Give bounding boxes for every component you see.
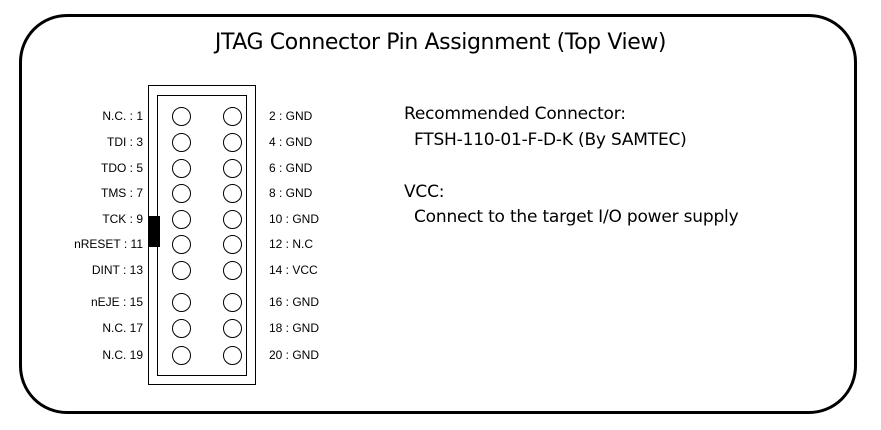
pin-10: [222, 209, 242, 229]
diagram-frame: [19, 14, 857, 414]
pin-14: [222, 260, 242, 280]
pin-label-3: TDI : 3: [106, 135, 143, 149]
pin-8: [222, 183, 242, 203]
pin-label-8: 8 : GND: [269, 186, 313, 200]
vcc-heading: VCC:: [404, 182, 445, 202]
pin-4: [222, 132, 242, 152]
pin-label-12: 12 : N.C: [269, 237, 314, 251]
connector-body: [148, 85, 256, 385]
pin-5: [171, 158, 191, 178]
pin-label-14: 14 : VCC: [269, 263, 318, 277]
pin-1: [171, 106, 191, 126]
pin-label-17: N.C. 17: [102, 321, 143, 335]
recommended-connector-value: FTSH-110-01-F-D-K (By SAMTEC): [414, 130, 687, 150]
pin-label-18: 18 : GND: [269, 321, 320, 335]
pin-12: [222, 234, 242, 254]
pin-label-6: 6 : GND: [269, 161, 313, 175]
pin-6: [222, 158, 242, 178]
pin-label-13: DINT : 13: [91, 263, 143, 277]
pin-label-10: 10 : GND: [269, 212, 320, 226]
pin-2: [222, 106, 242, 126]
pin-label-1: N.C. : 1: [102, 109, 143, 123]
pin-label-19: N.C. 19: [102, 348, 143, 362]
pin-18: [222, 318, 242, 338]
pin-20: [222, 345, 242, 365]
pin-label-20: 20 : GND: [269, 348, 320, 362]
pin-label-4: 4 : GND: [269, 135, 313, 149]
pin-label-7: TMS : 7: [100, 186, 143, 200]
pin-label-16: 16 : GND: [269, 295, 320, 309]
pin-label-15: nEJE : 15: [90, 295, 143, 309]
pin-13: [171, 260, 191, 280]
pin-3: [171, 132, 191, 152]
pin-15: [171, 292, 191, 312]
pin-label-11: nRESET : 11: [74, 237, 143, 251]
pin-17: [171, 318, 191, 338]
pin-19: [171, 345, 191, 365]
vcc-value: Connect to the target I/O power supply: [414, 207, 739, 227]
pin-label-5: TDO : 5: [100, 161, 143, 175]
pin-16: [222, 292, 242, 312]
pin-9: [171, 209, 191, 229]
pin-11: [171, 234, 191, 254]
pin-label-2: 2 : GND: [269, 109, 313, 123]
pin-label-9: TCK : 9: [102, 212, 143, 226]
connector-key-notch: [149, 216, 160, 247]
diagram-title: JTAG Connector Pin Assignment (Top View): [214, 30, 667, 55]
recommended-connector-heading: Recommended Connector:: [404, 104, 626, 124]
pin-7: [171, 183, 191, 203]
